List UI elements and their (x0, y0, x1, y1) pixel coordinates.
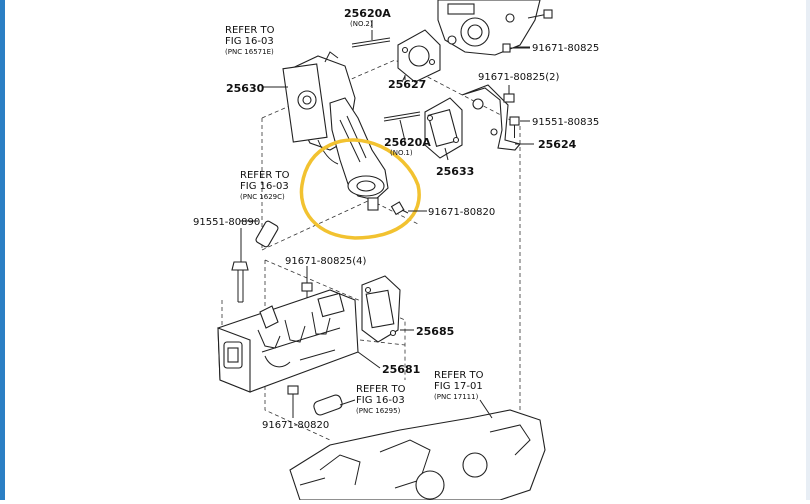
label-25627: 25627 (388, 78, 426, 91)
svg-text:REFER TO: REFER TO (434, 370, 484, 381)
refer-to-fig-17-01: REFER TO FIG 17-01 (PNC 17111) (434, 370, 484, 401)
svg-text:(PNC 1629C): (PNC 1629C) (240, 193, 285, 201)
refer-to-fig-16-03-b: REFER TO FIG 16-03 (PNC 1629C) (240, 170, 290, 201)
leader-lines (240, 20, 534, 419)
label-25620a-top: 25620A (344, 7, 391, 20)
svg-text:REFER TO: REFER TO (356, 384, 406, 395)
bracket-25624 (461, 84, 521, 151)
label-91671-80825-top: 91671-80825 (532, 43, 599, 54)
svg-text:FIG 17-01: FIG 17-01 (434, 381, 483, 392)
refer-to-fig-16-03-c: REFER TO FIG 16-03 (PNC 16295) (356, 384, 406, 415)
bolt-91551-80835 (509, 116, 520, 138)
bolt-91671-80825-2 (503, 90, 515, 103)
egr-valve-body (329, 97, 389, 211)
label-91671-80825-2: 91671-80825(2) (478, 72, 559, 83)
svg-text:REFER TO: REFER TO (240, 170, 290, 181)
pipe-sleeve-1629c (255, 220, 279, 248)
label-91671-80820-right: 91671-80820 (428, 207, 495, 218)
label-25620a-mid-sub: (NO.1) (390, 149, 413, 157)
label-25630: 25630 (226, 82, 265, 95)
refer-to-fig-16-03-a: REFER TO FIG 16-03 (PNC 16571E) (225, 25, 275, 56)
svg-text:FIG 16-03: FIG 16-03 (356, 395, 405, 406)
label-91671-80825-4: 91671-80825(4) (285, 256, 366, 267)
svg-text:FIG 16-03: FIG 16-03 (240, 181, 289, 192)
svg-text:FIG 16-03: FIG 16-03 (225, 36, 274, 47)
svg-text:(PNC 16571E): (PNC 16571E) (225, 48, 274, 56)
window-right-edge (806, 0, 810, 500)
label-25681: 25681 (382, 363, 420, 376)
label-91671-80820-bottom: 91671-80820 (262, 420, 329, 431)
top-housing-part (437, 0, 541, 56)
label-25633: 25633 (436, 165, 474, 178)
bolt-91671-80820-bottom (287, 385, 299, 412)
label-25685: 25685 (416, 325, 454, 338)
bolt-top-right (502, 9, 553, 53)
highlight-circle (299, 138, 421, 240)
pipe-sleeve-16295 (313, 394, 343, 416)
gasket-25685 (361, 275, 401, 343)
window-left-edge (0, 0, 5, 500)
svg-text:REFER TO: REFER TO (225, 25, 275, 36)
bolt-91671-80820-right (390, 201, 409, 216)
gasket-25633 (424, 97, 463, 159)
bolt-91551-80890 (231, 261, 249, 303)
label-25620a-top-sub: (NO.2) (350, 20, 373, 28)
label-91551-80835: 91551-80835 (532, 117, 599, 128)
stud-25620a-no1 (383, 111, 421, 122)
label-91551-80890: 91551-80890 (193, 217, 260, 228)
egr-cooler-25681 (217, 289, 359, 393)
gasket-25627 (397, 29, 441, 83)
part-labels: 25620A (NO.2) 25627 25630 25620A (NO.1) … (193, 7, 599, 431)
label-25620a-mid: 25620A (384, 136, 431, 149)
stud-25620a-no2 (351, 30, 391, 48)
svg-text:(PNC 17111): (PNC 17111) (434, 393, 479, 401)
svg-text:(PNC 16295): (PNC 16295) (356, 407, 401, 415)
label-25624: 25624 (538, 138, 577, 151)
